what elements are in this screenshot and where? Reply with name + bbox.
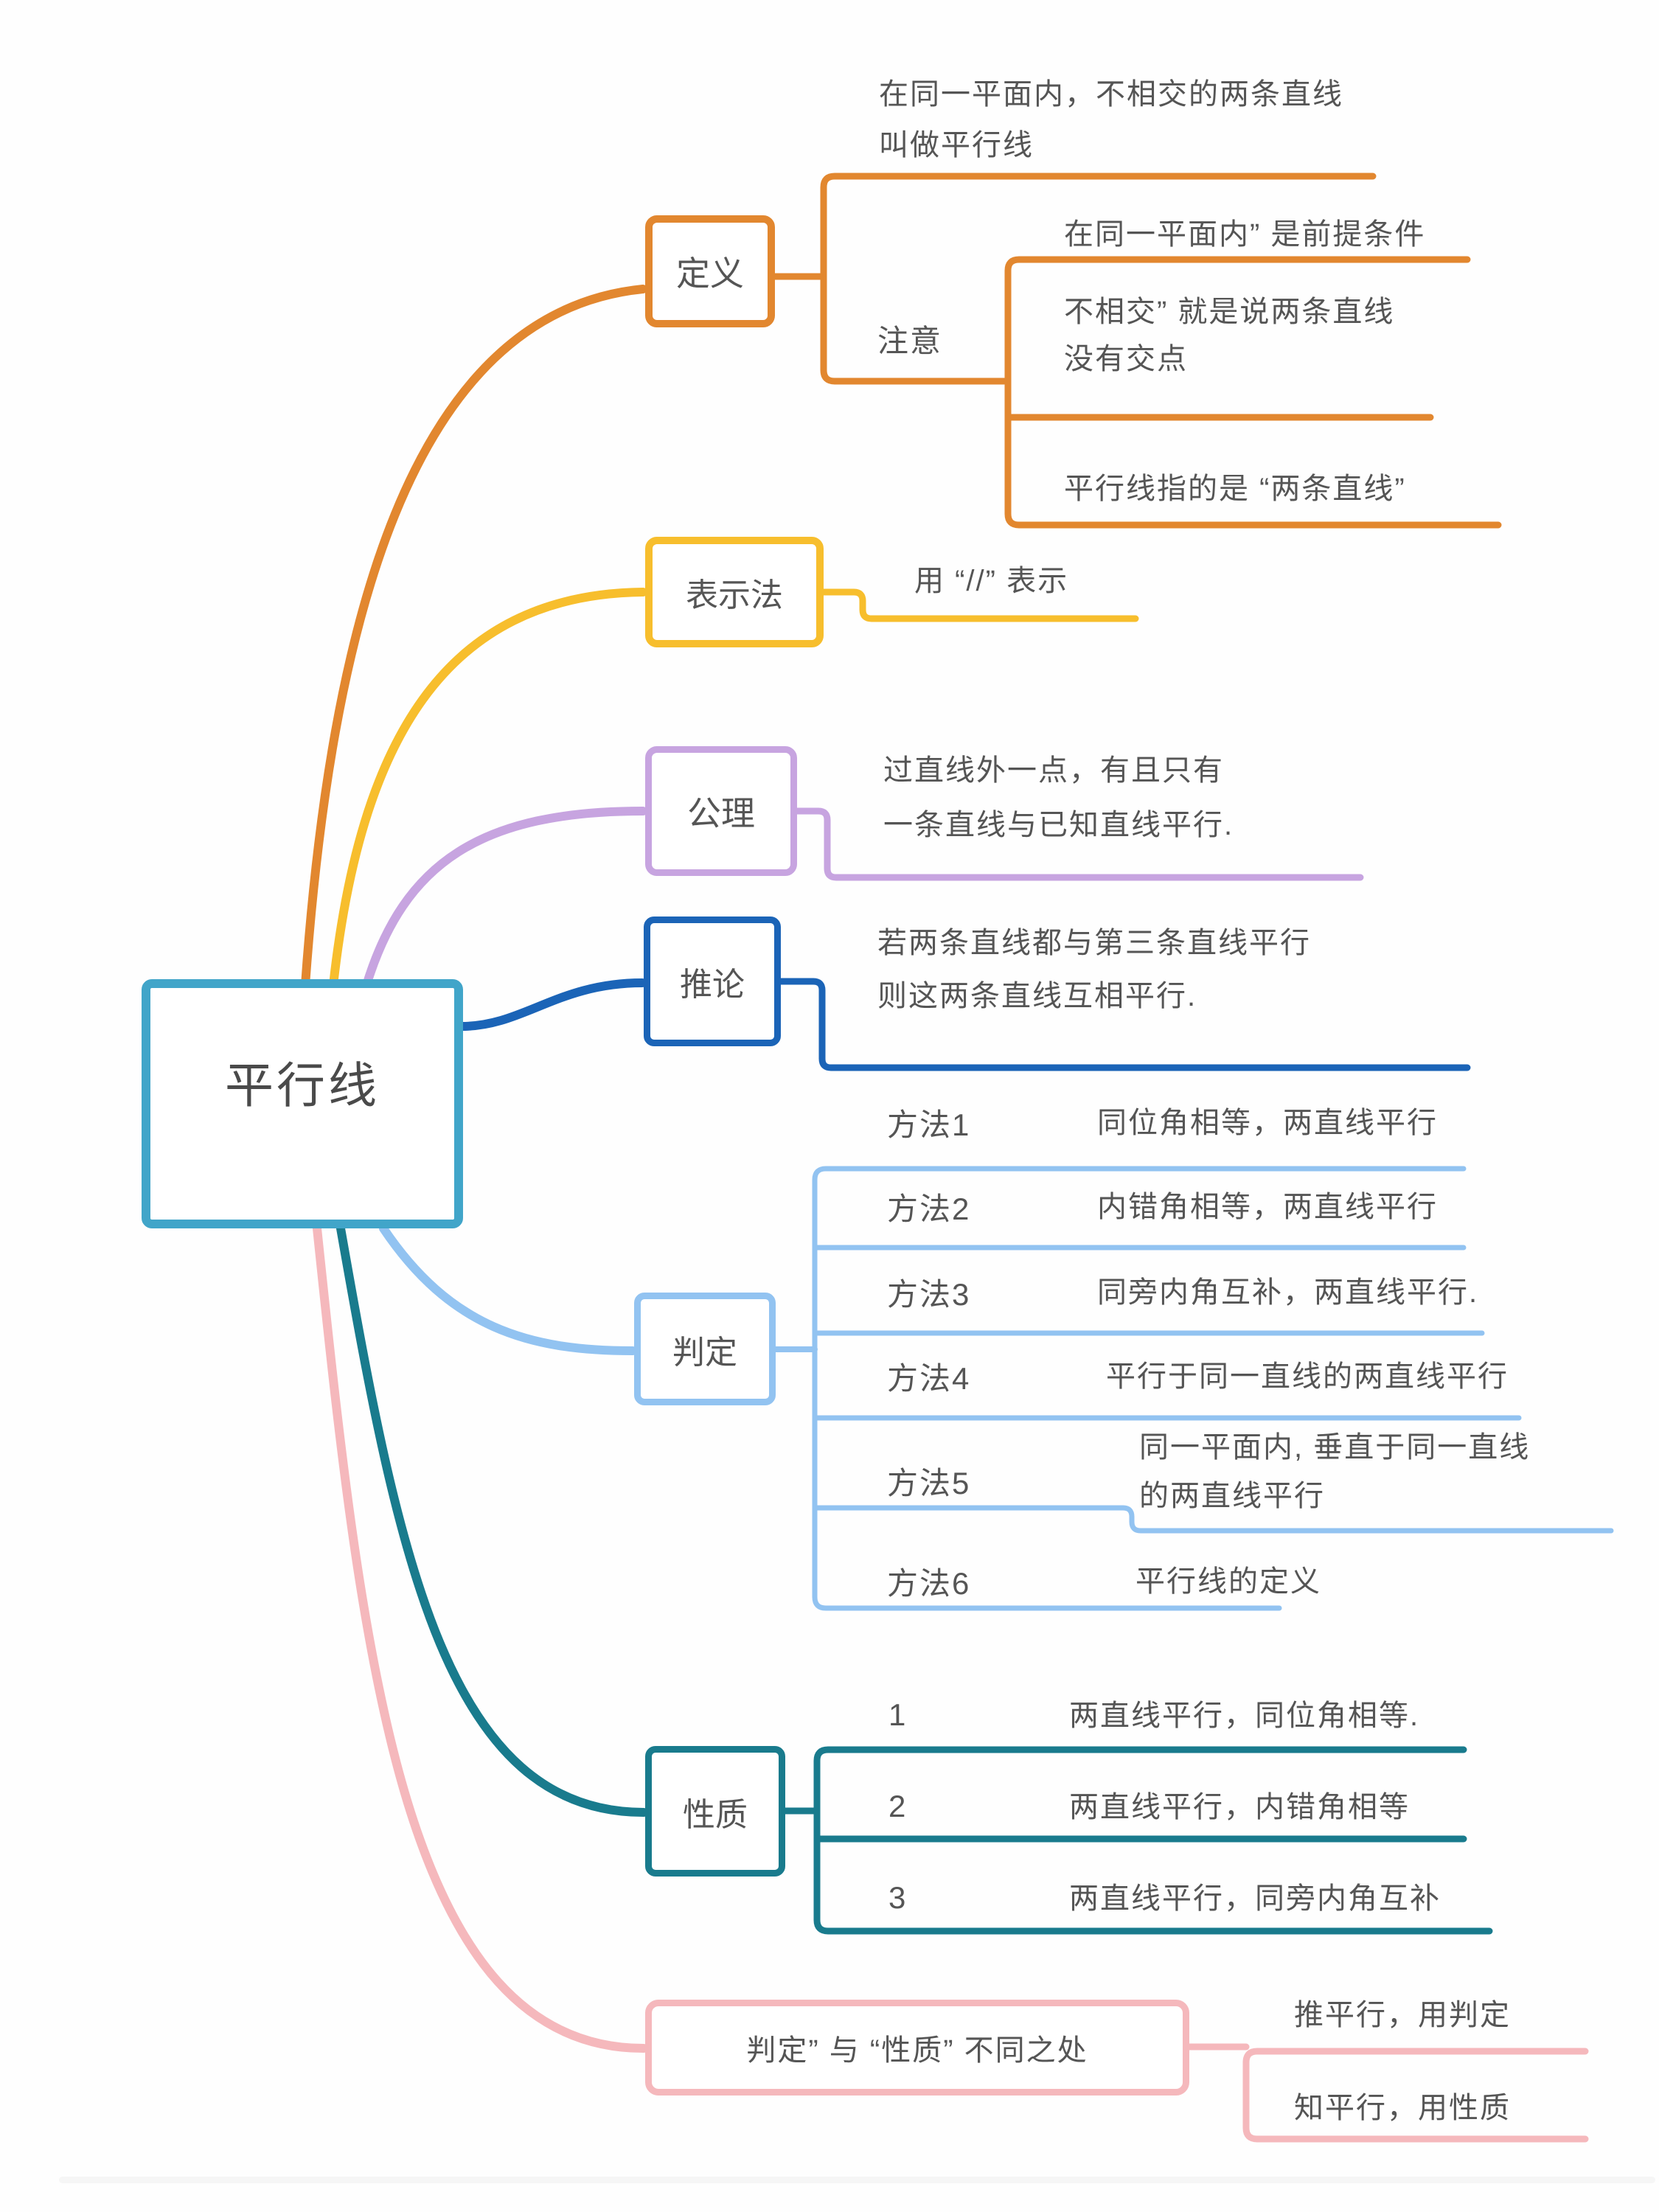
- judgment-method4-name[interactable]: 方法4: [887, 1361, 971, 1396]
- root-node[interactable]: 平行线: [142, 979, 463, 1228]
- curve-root-to-definition: [301, 285, 647, 990]
- note-children-bracket: [1004, 256, 1502, 529]
- judgment-method6-name[interactable]: 方法6: [887, 1566, 971, 1601]
- judgment-method4-desc[interactable]: 平行于同一直线的两直线平行: [1106, 1360, 1509, 1393]
- corollary-connector: [776, 978, 1471, 1071]
- judgment-method1-desc[interactable]: 同位角相等，两直线平行: [1097, 1107, 1438, 1139]
- difference-label: 判定” 与 “性质” 不同之处: [746, 2034, 1088, 2067]
- judgment-method6-desc[interactable]: 平行线的定义: [1135, 1565, 1321, 1598]
- judgment-method5-desc-line1[interactable]: 同一平面内, 垂直于同一直线: [1139, 1431, 1531, 1464]
- notation-label: 表示法: [686, 577, 783, 613]
- definition-text-line1[interactable]: 在同一平面内，不相交的两条直线: [879, 78, 1343, 111]
- properties-item1-num[interactable]: 1: [888, 1697, 908, 1732]
- note-item3[interactable]: 平行线指的是 “两条直线”: [1064, 473, 1406, 505]
- note-item2-line2[interactable]: 没有交点: [1064, 343, 1188, 375]
- curve-root-to-corollary: [457, 978, 647, 1031]
- curve-root-to-judgment: [379, 1224, 637, 1355]
- judgment-method1-name[interactable]: 方法1: [887, 1107, 971, 1142]
- judgment-method2-desc[interactable]: 内错角相等，两直线平行: [1097, 1191, 1438, 1223]
- branch-definition-node[interactable]: 定义: [645, 215, 775, 327]
- axiom-text-line2[interactable]: 一条直线与已知直线平行.: [883, 809, 1234, 841]
- definition-label: 定义: [676, 254, 744, 293]
- scan-artifact-line: [59, 2177, 1655, 2183]
- properties-item1-desc[interactable]: 两直线平行，同位角相等.: [1069, 1700, 1420, 1732]
- difference-item2[interactable]: 知平行，用性质: [1294, 2092, 1511, 2124]
- properties-label: 性质: [683, 1796, 748, 1833]
- judgment-method5-underline: [812, 1505, 1614, 1534]
- notation-connector: [818, 588, 1139, 622]
- branch-difference-node[interactable]: 判定” 与 “性质” 不同之处: [645, 2000, 1189, 2096]
- notation-item[interactable]: 用 “//” 表示: [914, 565, 1069, 597]
- branch-axiom-node[interactable]: 公理: [645, 746, 797, 876]
- curve-root-to-properties: [336, 1224, 648, 1817]
- branch-notation-node[interactable]: 表示法: [645, 537, 824, 647]
- curve-root-to-axiom: [362, 807, 647, 990]
- corollary-label: 推论: [680, 967, 745, 1003]
- curve-root-to-difference: [313, 1224, 648, 2053]
- note-item1[interactable]: 在同一平面内” 是前提条件: [1064, 218, 1426, 251]
- note-label[interactable]: 注意: [877, 324, 943, 358]
- properties-item2-num[interactable]: 2: [888, 1789, 908, 1823]
- corollary-text-line1[interactable]: 若两条直线都与第三条直线平行: [877, 927, 1311, 959]
- judgment-method5-name[interactable]: 方法5: [887, 1466, 971, 1500]
- judgment-label: 判定: [672, 1334, 737, 1371]
- curve-root-to-notation: [329, 588, 647, 990]
- judgment-method3-desc[interactable]: 同旁内角互补，两直线平行.: [1097, 1276, 1479, 1309]
- note-item2-line1[interactable]: 不相交” 就是说两条直线: [1064, 296, 1395, 328]
- judgment-method3-name[interactable]: 方法3: [887, 1277, 971, 1312]
- judgment-method5-desc-line2[interactable]: 的两直线平行: [1139, 1480, 1325, 1512]
- corollary-text-line2[interactable]: 则这两条直线互相平行.: [877, 980, 1197, 1012]
- definition-text-line2[interactable]: 叫做平行线: [879, 129, 1034, 161]
- branch-corollary-node[interactable]: 推论: [644, 917, 781, 1046]
- properties-item2-desc[interactable]: 两直线平行，内错角相等: [1069, 1791, 1410, 1823]
- difference-bracket: [1242, 2048, 1589, 2143]
- properties-item3-desc[interactable]: 两直线平行，同旁内角互补: [1069, 1882, 1441, 1915]
- branch-judgment-node[interactable]: 判定: [634, 1293, 776, 1405]
- root-label: 平行线: [225, 1058, 380, 1113]
- branch-properties-node[interactable]: 性质: [645, 1746, 785, 1877]
- axiom-connector: [792, 807, 1364, 881]
- judgment-bracket: [812, 1166, 1467, 1611]
- judgment-method2-name[interactable]: 方法2: [887, 1192, 971, 1226]
- axiom-label: 公理: [687, 794, 755, 832]
- difference-item1[interactable]: 推平行，用判定: [1294, 1999, 1511, 2031]
- axiom-text-line1[interactable]: 过直线外一点，有且只有: [883, 754, 1224, 787]
- properties-item3-num[interactable]: 3: [888, 1880, 908, 1915]
